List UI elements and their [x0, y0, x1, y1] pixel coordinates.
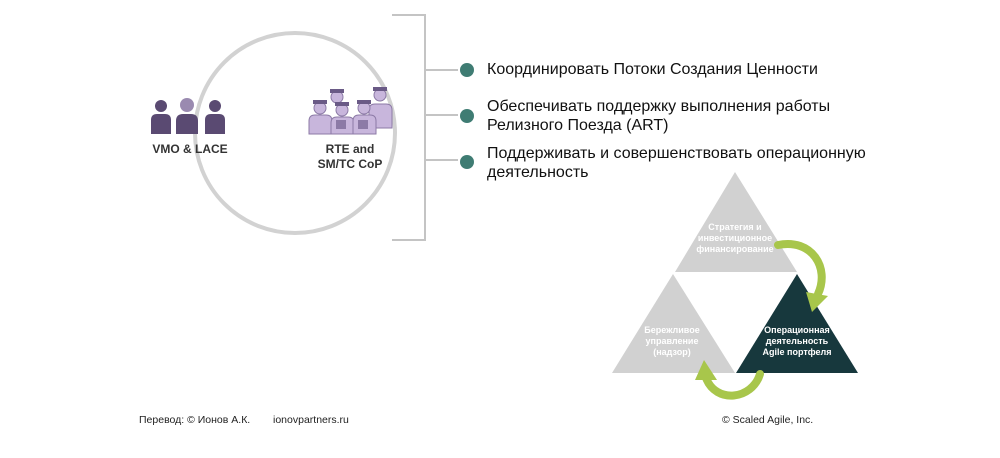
triangle-top	[675, 172, 797, 272]
footer-site: ionovpartners.ru	[273, 414, 349, 426]
bullet-text-3: Поддерживать и совершенствовать операцио…	[487, 145, 866, 181]
footer-copyright: © Scaled Agile, Inc.	[722, 414, 814, 426]
cycle-arrow-icon	[774, 239, 828, 312]
triangle-right-label: Операционная деятельность Agile портфеля	[762, 325, 832, 357]
triangle-right	[736, 274, 858, 373]
triangle-left-label: Бережливое управление (надзор)	[644, 325, 700, 357]
bullet-dot-1	[460, 63, 474, 77]
bullet-text-1: Координировать Потоки Создания Ценности	[487, 61, 818, 78]
triangle-left	[612, 274, 735, 373]
team-group-icon	[308, 87, 393, 135]
triangle-top-label: Стратегия и инвестиционное финансировани…	[696, 222, 774, 254]
cycle-arrow-icon	[695, 360, 764, 400]
bracket	[392, 14, 426, 241]
people-group-icon	[151, 98, 225, 134]
bullet-dot-3	[460, 155, 474, 169]
group-label-rte-sm-tc: RTE and SM/TC CoP	[317, 142, 383, 171]
bullet-dot-2	[460, 109, 474, 123]
group-label-vmo-lace: VMO & LACE	[152, 142, 228, 156]
bullet-text-2: Обеспечивать поддержку выполнения работы…	[487, 98, 831, 134]
footer-translation: Перевод: © Ионов А.К.	[139, 414, 251, 426]
